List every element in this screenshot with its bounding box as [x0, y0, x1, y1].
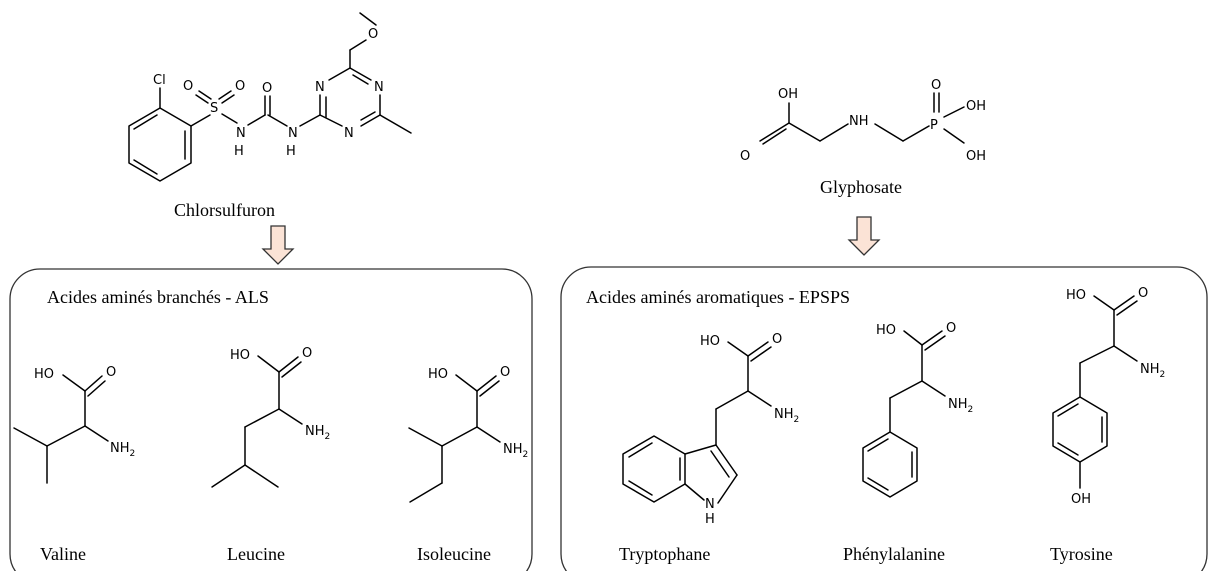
chlorsulfuron-down-arrow: [261, 225, 295, 265]
valine-nh2-label: NH2: [110, 441, 135, 459]
valine-ho-label: HO: [34, 367, 54, 382]
tryptophane-o-label: O: [772, 332, 782, 347]
phenylalanine-nh2-label: NH2: [948, 397, 973, 415]
tyrosine-nh2-label: NH2: [1140, 362, 1165, 380]
tryptophane-indole-h-label: H: [705, 512, 715, 527]
glyphosate-carbonyl-o-label: O: [740, 149, 750, 164]
tyrosine-structure: HO O NH2 OH: [1052, 286, 1165, 507]
glyphosate-caption: Glyphosate: [820, 177, 902, 197]
isoleucine-structure: HO O NH2: [408, 365, 528, 503]
tryptophane-indole-n-label: N: [705, 497, 715, 512]
leucine-ho-label: HO: [230, 348, 250, 363]
sulfonylurea-n1-label: N: [236, 126, 246, 141]
isoleucine-o-label: O: [500, 365, 510, 380]
chlorsulfuron-caption: Chlorsulfuron: [174, 200, 275, 220]
sulfonyl-oxygen-right-label: O: [235, 79, 245, 94]
carbonyl-oxygen-label: O: [262, 81, 272, 96]
triazine-n-top-left-label: N: [315, 80, 325, 95]
phenylalanine-caption: Phénylalanine: [843, 544, 945, 564]
aromatic-amino-acids-box: [560, 266, 1208, 571]
tryptophane-ho-label: HO: [700, 334, 720, 349]
tryptophane-nh2-label: NH2: [774, 407, 799, 425]
branched-box-title: Acides aminés branchés - ALS: [47, 287, 269, 307]
leucine-caption: Leucine: [227, 544, 285, 564]
isoleucine-caption: Isoleucine: [417, 544, 491, 564]
phenylalanine-o-label: O: [946, 321, 956, 336]
glyphosate-down-arrow: [847, 216, 881, 256]
leucine-o-label: O: [302, 346, 312, 361]
isoleucine-ho-label: HO: [428, 367, 448, 382]
glyphosate-carboxyl-oh-label: OH: [778, 87, 798, 102]
valine-o-label: O: [106, 365, 116, 380]
branched-amino-acids-box: [9, 268, 533, 571]
tyrosine-o-label: O: [1138, 286, 1148, 301]
sulfonylurea-n2-label: N: [288, 126, 298, 141]
triazine-n-bottom-label: N: [344, 126, 354, 141]
sulfonyl-oxygen-left-label: O: [183, 79, 193, 94]
tryptophane-structure: HO O NH2 N H: [622, 332, 799, 527]
glyphosate-phosphoryl-o-label: O: [931, 78, 941, 93]
triazine-n-top-right-label: N: [374, 80, 384, 95]
tyrosine-ho-label: HO: [1066, 288, 1086, 303]
valine-caption: Valine: [40, 544, 86, 564]
leucine-structure: HO O NH2: [211, 346, 330, 488]
glyphosate-p-oh-bottom-label: OH: [966, 149, 986, 164]
isoleucine-nh2-label: NH2: [503, 442, 528, 460]
glyphosate-p-oh-top-label: OH: [966, 99, 986, 114]
aromatic-box-title: Acides aminés aromatiques - EPSPS: [586, 287, 850, 307]
chlorsulfuron-benzene-ring: [128, 107, 192, 182]
glyphosate-structure: OH O NH P O OH OH: [740, 78, 986, 164]
methoxy-oxygen-label: O: [368, 27, 378, 42]
glyphosate-phosphorus-label: P: [930, 118, 938, 133]
chlorsulfuron-structure: Cl S O O N H O N H N N N: [128, 12, 412, 182]
sulfonylurea-h1-label: H: [234, 144, 244, 159]
tyrosine-phenol-oh-label: OH: [1071, 492, 1091, 507]
valine-structure: HO O NH2: [13, 365, 135, 484]
phenylalanine-ho-label: HO: [876, 323, 896, 338]
glyphosate-nh-label: NH: [849, 114, 869, 129]
phenylalanine-structure: HO O NH2: [862, 321, 973, 498]
sulfur-atom-label: S: [210, 101, 218, 116]
tyrosine-caption: Tyrosine: [1050, 544, 1113, 564]
chlorine-atom-label: Cl: [153, 73, 166, 88]
tryptophane-caption: Tryptophane: [619, 544, 710, 564]
sulfonylurea-h2-label: H: [286, 144, 296, 159]
leucine-nh2-label: NH2: [305, 424, 330, 442]
